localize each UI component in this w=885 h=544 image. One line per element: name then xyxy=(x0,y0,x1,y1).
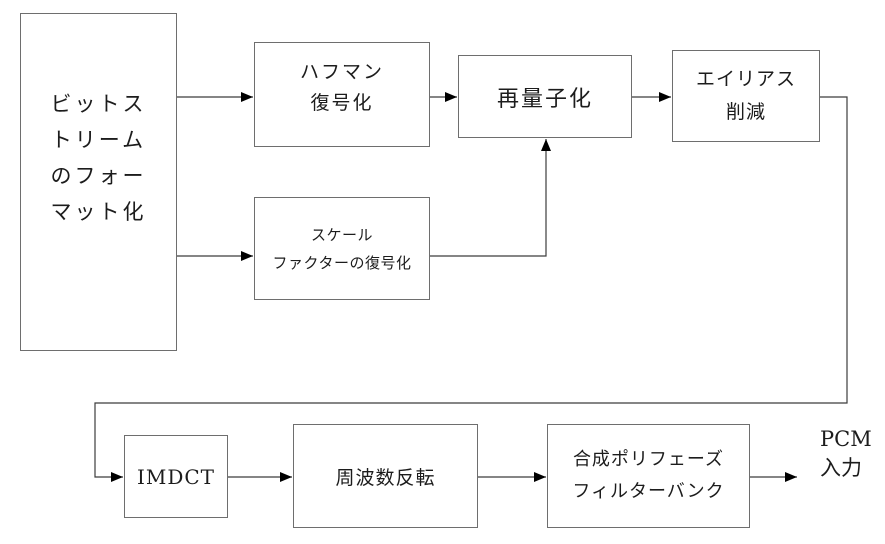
label-line: スケール xyxy=(310,225,373,244)
node-scalefactor-decoding-label: スケール ファクターの復号化 xyxy=(273,221,412,277)
node-synthesis-polyphase-filterbank: 合成ポリフェーズ フィルターバンク xyxy=(547,424,750,528)
node-synthesis-polyphase-filterbank-label: 合成ポリフェーズ フィルターバンク xyxy=(572,444,724,508)
label-line: フィルターバンク xyxy=(572,481,725,502)
label-line: マット化 xyxy=(50,200,147,224)
node-imdct: IMDCT xyxy=(124,435,228,518)
label-line: ハフマン xyxy=(299,60,384,83)
pcm-output-label: PCM 入力 xyxy=(820,425,872,483)
node-frequency-inversion-label: 周波数反転 xyxy=(335,466,436,489)
node-alias-reduction: エイリアス 削減 xyxy=(672,50,820,142)
label-line: ファクターの復号化 xyxy=(272,253,412,272)
label-line: 入力 xyxy=(820,456,862,480)
node-imdct-label: IMDCT xyxy=(136,464,216,489)
label-line: エイリアス xyxy=(695,68,796,90)
label-line: 合成ポリフェーズ xyxy=(572,449,725,470)
node-requantization-label: 再量子化 xyxy=(496,86,593,112)
connector-scalefactor-to-requantization xyxy=(430,139,551,257)
node-alias-reduction-label: エイリアス 削減 xyxy=(696,63,796,129)
node-frequency-inversion: 周波数反転 xyxy=(293,424,478,528)
node-huffman-decoding: ハフマン 復号化 xyxy=(254,42,430,147)
node-scalefactor-decoding: スケール ファクターの復号化 xyxy=(254,197,430,300)
node-requantization: 再量子化 xyxy=(458,55,632,138)
node-bitstream-formatting-label: ビットス トリーム のフォー マット化 xyxy=(51,86,147,230)
node-huffman-decoding-label: ハフマン 復号化 xyxy=(300,57,384,119)
label-line: PCM xyxy=(820,427,872,451)
label-line: 復号化 xyxy=(310,91,374,114)
label-line: ビットス xyxy=(50,92,147,116)
node-bitstream-formatting: ビットス トリーム のフォー マット化 xyxy=(20,13,177,351)
label-line: のフォー xyxy=(50,164,147,188)
label-line: トリーム xyxy=(50,128,147,152)
label-line: 削減 xyxy=(725,101,766,123)
connector-alias-to-imdct xyxy=(94,96,848,482)
